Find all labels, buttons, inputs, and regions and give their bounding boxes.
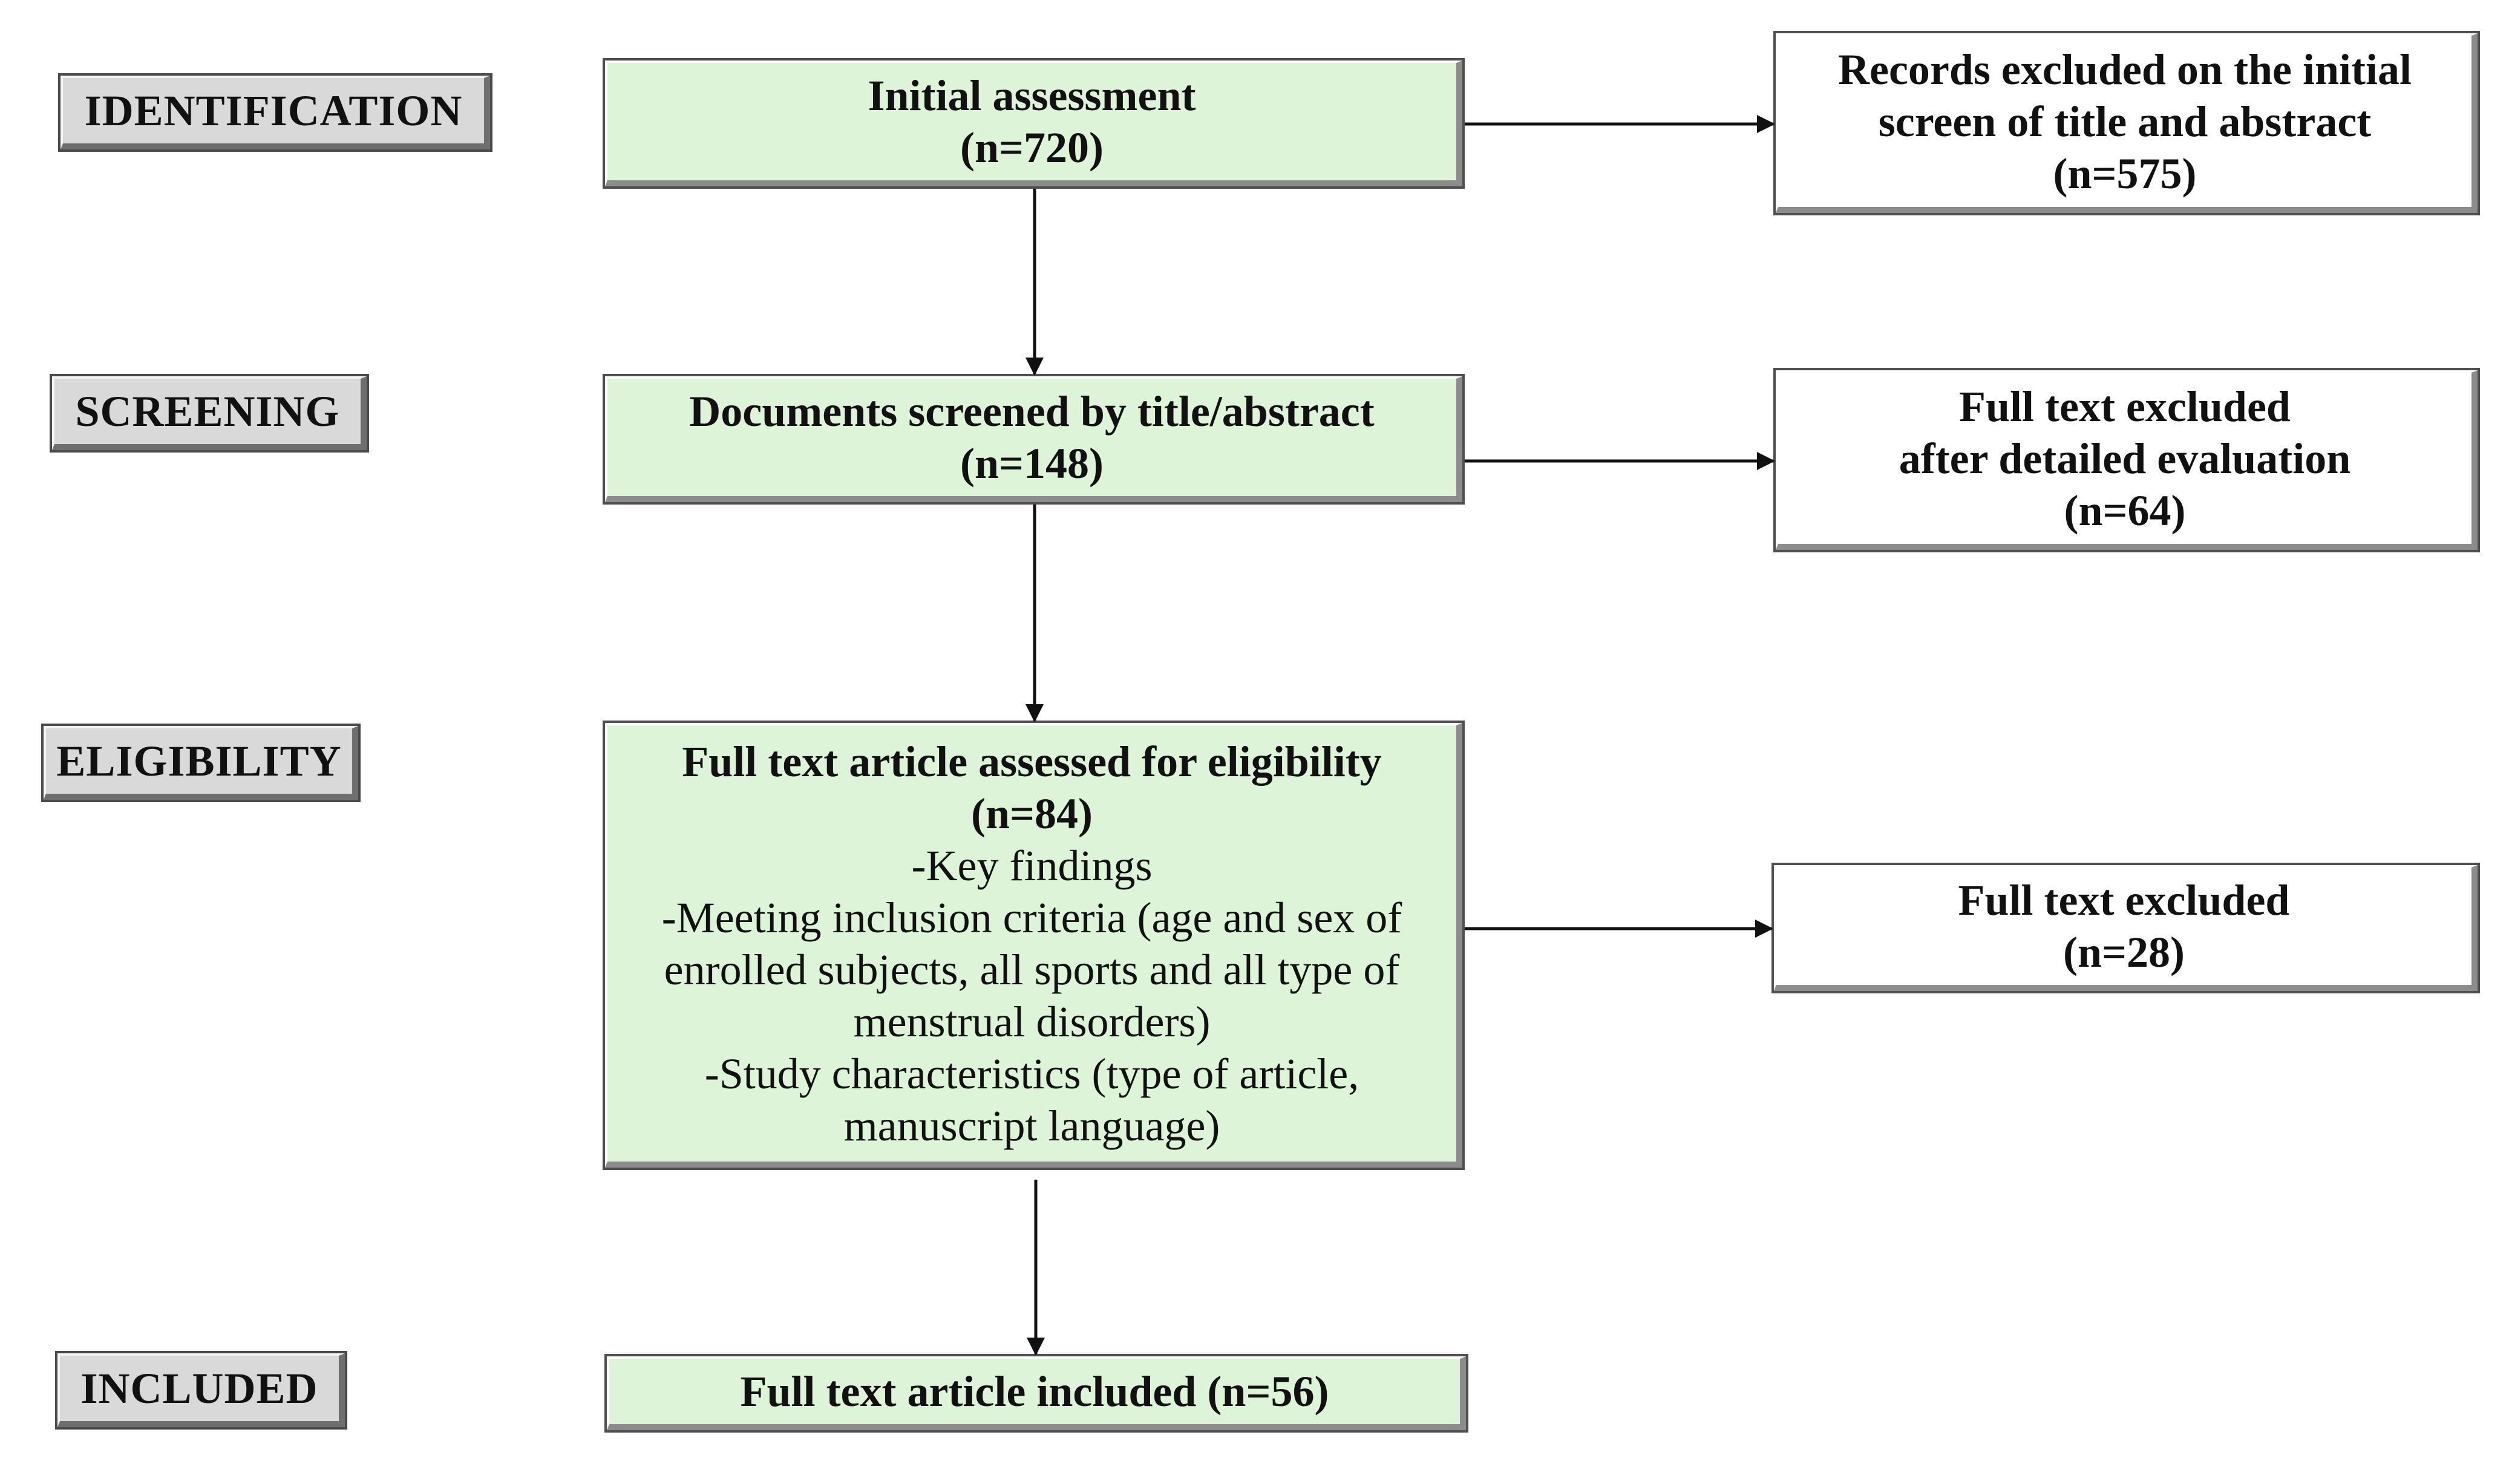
initial-assessment-title: Initial assessment [868,71,1196,120]
excluded-full-text-line: Full text excluded [1958,876,2290,924]
excluded-full-text-count: (n=28) [2062,928,2185,976]
screened-documents-title: Documents screened by title/abstract [689,387,1375,436]
excluded-detailed-eval-line: Full text excluded [1959,382,2291,431]
stage-label-screening: SCREENING [50,374,369,453]
eligibility-criteria-line: enrolled subjects, all sports and all ty… [664,945,1400,994]
excluded-initial-screen-line: screen of title and abstract [1878,97,2372,146]
eligibility-criteria-line: -Key findings [911,841,1153,890]
screened-documents-box: Documents screened by title/abstract (n=… [603,374,1465,505]
included-articles-box: Full text article included (n=56) [604,1354,1468,1433]
eligibility-criteria-line: manuscript language) [843,1101,1220,1150]
eligibility-assessment-count: (n=84) [970,789,1093,838]
eligibility-assessment-box: Full text article assessed for eligibili… [603,721,1465,1170]
eligibility-criteria-line: -Study characteristics (type of article, [704,1049,1359,1098]
initial-assessment-box: Initial assessment (n=720) [603,58,1465,189]
included-articles-title: Full text article included (n=56) [740,1367,1329,1416]
initial-assessment-count: (n=720) [960,123,1104,172]
stage-label-included: INCLUDED [55,1351,347,1430]
screened-documents-count: (n=148) [960,439,1104,488]
excluded-initial-screen-box: Records excluded on the initial screen o… [1773,31,2480,215]
excluded-detailed-eval-count: (n=64) [2064,486,2186,535]
stage-label-identification: IDENTIFICATION [58,73,492,152]
excluded-full-text-box: Full text excluded (n=28) [1771,863,2480,993]
stage-label-eligibility: ELIGIBILITY [41,724,361,802]
eligibility-assessment-title: Full text article assessed for eligibili… [682,737,1382,786]
eligibility-criteria-line: menstrual disorders) [853,997,1211,1046]
excluded-detailed-eval-box: Full text excluded after detailed evalua… [1773,368,2480,552]
excluded-initial-screen-count: (n=575) [2053,149,2197,198]
eligibility-criteria-line: -Meeting inclusion criteria (age and sex… [661,893,1402,942]
excluded-initial-screen-line: Records excluded on the initial [1838,45,2412,94]
excluded-detailed-eval-line: after detailed evaluation [1899,434,2351,483]
